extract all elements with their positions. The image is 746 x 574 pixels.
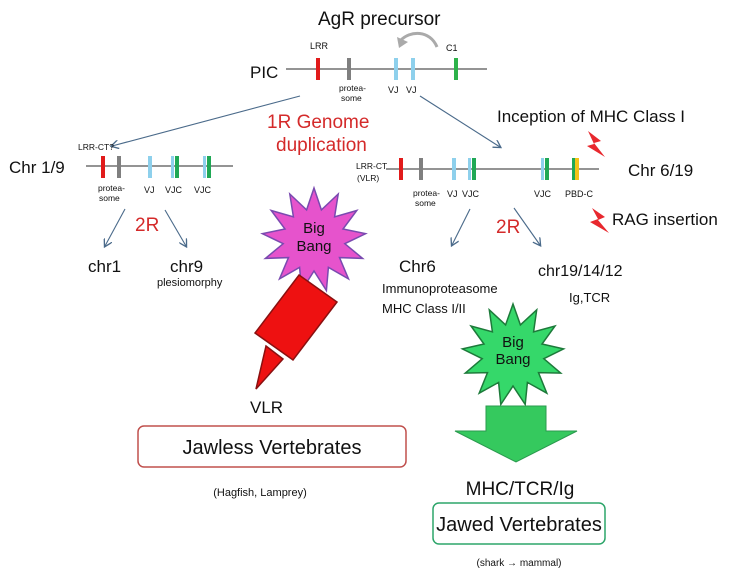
right-lrr-ct-label-2: (VLR) bbox=[357, 173, 379, 183]
right-lrr-ct-label-1: LRR-CT bbox=[356, 161, 387, 171]
right-proteasome-label-2: some bbox=[415, 198, 436, 208]
big-bang-left-line1: Big bbox=[303, 220, 325, 237]
big-bang-right-star bbox=[460, 301, 566, 407]
right-pbd-label: PBD-C bbox=[565, 189, 594, 199]
right-vj-label: VJ bbox=[447, 189, 458, 199]
right-pbd-c-green bbox=[572, 158, 575, 180]
pic-label: PIC bbox=[250, 63, 278, 82]
jawed-title: Jawed Vertebrates bbox=[436, 514, 602, 536]
left-2r-label: 2R bbox=[135, 215, 159, 236]
pic-vj-gene-1 bbox=[394, 58, 398, 80]
right-vjc2-label: VJC bbox=[534, 189, 552, 199]
left-lrr-ct-label: LRR-CT? bbox=[78, 142, 114, 152]
chr9-plesiomorphy: plesiomorphy bbox=[157, 277, 223, 289]
genome-duplication-line1: 1R Genome bbox=[267, 112, 369, 133]
lightning-icon bbox=[587, 131, 605, 157]
curved-arrow-head bbox=[397, 37, 408, 48]
pic-proteasome-gene bbox=[347, 58, 351, 80]
left-vjc2-label: VJC bbox=[194, 185, 212, 195]
left-proteasome-gene bbox=[117, 156, 121, 178]
rag-insertion-label: RAG insertion bbox=[612, 210, 718, 229]
pic-proteasome-label-2: some bbox=[341, 93, 362, 103]
right-to-chr6-arrow bbox=[452, 208, 471, 245]
left-vjc1-v bbox=[171, 156, 174, 178]
pic-vj-label-2: VJ bbox=[406, 85, 417, 95]
chr19-ig-tcr: Ig,TCR bbox=[569, 290, 610, 305]
jawed-box bbox=[432, 502, 606, 545]
right-pbd-c-yellow bbox=[575, 158, 579, 180]
pic-proteasome-label-1: protea- bbox=[339, 83, 366, 93]
right-vjc2-v bbox=[541, 158, 544, 180]
big-bang-right-line2: Bang bbox=[495, 351, 530, 368]
right-to-chr19-arrow bbox=[513, 207, 540, 245]
right-vjc2-c bbox=[545, 158, 549, 180]
pic-c1-gene bbox=[454, 58, 458, 80]
pic-vj-gene-2 bbox=[411, 58, 415, 80]
left-proteasome-label-1: protea- bbox=[98, 183, 125, 193]
left-vjc1-c bbox=[175, 156, 179, 178]
right-proteasome-gene bbox=[419, 158, 423, 180]
left-to-chr9-arrow bbox=[164, 209, 186, 246]
pic-vj-label-1: VJ bbox=[388, 85, 399, 95]
right-lrr-gene bbox=[399, 158, 403, 180]
chr6-label: Chr6 bbox=[399, 257, 436, 276]
red-arrow-tip bbox=[255, 344, 285, 390]
big-bang-left-star bbox=[260, 185, 368, 293]
pic-lrr-gene bbox=[316, 58, 320, 80]
big-bang-right-line1: Big bbox=[502, 334, 524, 351]
jawless-sub: (Hagfish, Lamprey) bbox=[213, 487, 307, 499]
right-proteasome-label-1: protea- bbox=[413, 188, 440, 198]
genome-duplication-line2: duplication bbox=[276, 135, 367, 156]
left-vjc1-label: VJC bbox=[165, 185, 183, 195]
left-proteasome-label-2: some bbox=[99, 193, 120, 203]
left-chr-label: Chr 1/9 bbox=[9, 158, 65, 177]
pic-to-left-arrow bbox=[112, 95, 301, 146]
right-vjc1-v bbox=[468, 158, 471, 180]
big-bang-left-line2: Bang bbox=[296, 238, 331, 255]
agr-precursor-title: AgR precursor bbox=[318, 9, 441, 30]
curved-arrow-icon bbox=[398, 32, 439, 48]
left-vj-gene bbox=[148, 156, 152, 178]
right-2r-label: 2R bbox=[496, 217, 520, 238]
red-arrow-body bbox=[253, 273, 339, 362]
left-vjc2-c bbox=[207, 156, 211, 178]
pic-c1-label: C1 bbox=[446, 43, 458, 53]
pic-to-right-arrow bbox=[419, 95, 500, 147]
pic-lrr-label: LRR bbox=[310, 41, 329, 51]
rag-lightning-icon bbox=[590, 208, 609, 233]
jawless-title: Jawless Vertebrates bbox=[183, 437, 362, 459]
left-vjc2-v bbox=[203, 156, 206, 178]
inception-label: Inception of MHC Class I bbox=[497, 107, 685, 126]
right-vjc1-c bbox=[472, 158, 476, 180]
right-vj-gene bbox=[452, 158, 456, 180]
green-arrow bbox=[454, 405, 578, 463]
chr1-label: chr1 bbox=[88, 257, 121, 276]
chr6-mhc-class: MHC Class I/II bbox=[382, 301, 466, 316]
chr9-label: chr9 bbox=[170, 257, 203, 276]
right-chr-label: Chr 6/19 bbox=[628, 161, 693, 180]
left-lrr-gene bbox=[101, 156, 105, 178]
chr19-label: chr19/14/12 bbox=[538, 263, 623, 280]
right-vjc1-label: VJC bbox=[462, 189, 480, 199]
chr6-immunoproteasome: Immunoproteasome bbox=[382, 281, 498, 296]
mhc-tcr-ig-label: MHC/TCR/Ig bbox=[466, 479, 575, 500]
jawed-sub: (shark → mammal) bbox=[476, 558, 561, 569]
vlr-label: VLR bbox=[250, 398, 283, 417]
left-vj-label: VJ bbox=[144, 185, 155, 195]
jawless-box bbox=[137, 425, 407, 468]
left-to-chr1-arrow bbox=[105, 208, 126, 246]
